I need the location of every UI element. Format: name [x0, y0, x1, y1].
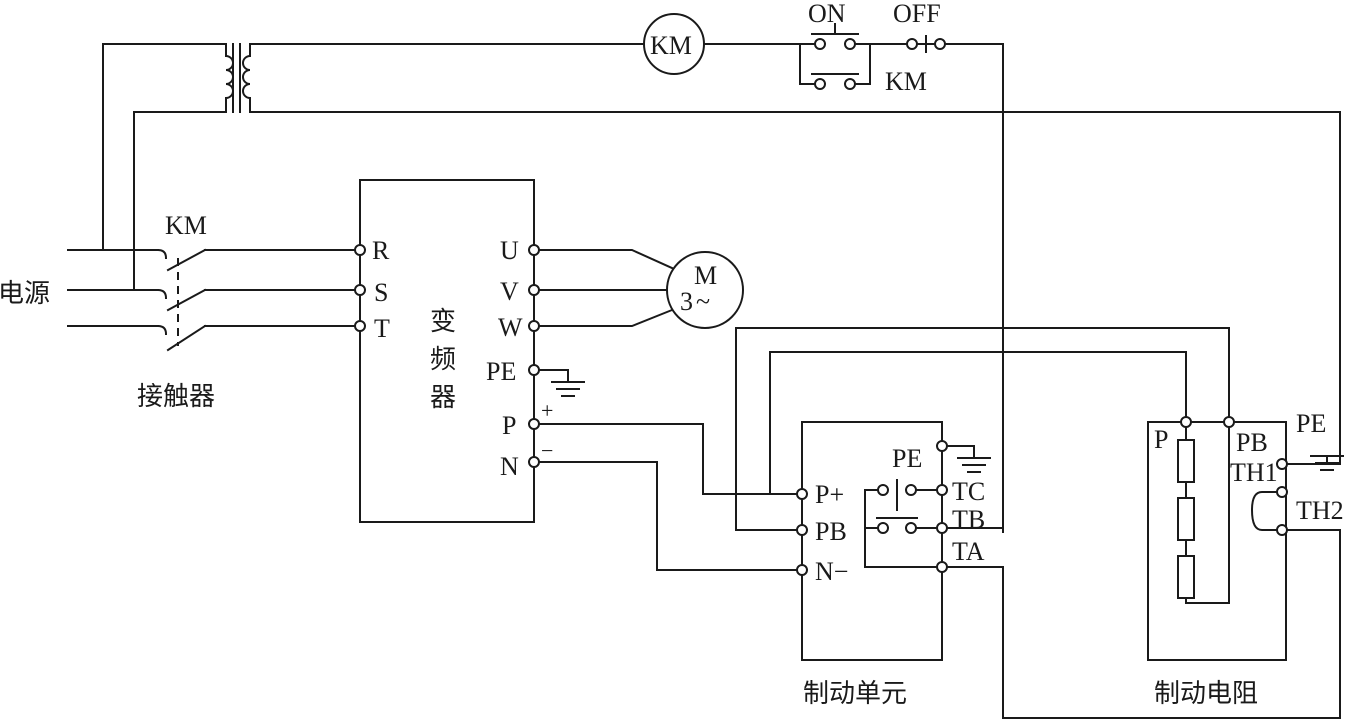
inv-label-pe: PE — [486, 357, 516, 386]
power-label: 电源 — [0, 279, 50, 309]
inv-label-w: W — [498, 313, 523, 342]
bu-label-nminus: N− — [815, 557, 848, 586]
inv-label-t: T — [374, 314, 390, 343]
bu-label-pe: PE — [892, 444, 922, 473]
km-coil: KM — [643, 13, 801, 75]
motor: M 3 ~ — [538, 249, 744, 329]
inverter: 变 频 器 R S T U V W PE P N + − — [354, 179, 585, 523]
inverter-char-3: 器 — [430, 383, 456, 413]
contactor: KM 接触器 — [137, 211, 361, 412]
br-label-th1: TH1 — [1230, 458, 1278, 487]
on-button: ON KM — [799, 0, 927, 96]
inverter-char-1: 变 — [430, 307, 456, 337]
bu-label-ta: TA — [952, 537, 985, 566]
br-label-th2: TH2 — [1296, 496, 1344, 525]
br-label-pb: PB — [1236, 428, 1268, 457]
bu-label-pb: PB — [815, 517, 847, 546]
inv-label-u: U — [500, 236, 519, 265]
motor-phase: 3 — [680, 287, 693, 316]
brake-unit: P+ PB N− PE TC TB TA 制动单元 — [796, 421, 991, 709]
bu-label-tc: TC — [952, 477, 985, 506]
inv-label-v: V — [500, 277, 519, 306]
inv-label-n: N — [500, 452, 519, 481]
power-source: 电源 — [0, 249, 159, 327]
motor-letter: M — [694, 261, 717, 290]
brake-resistor-label: 制动电阻 — [1154, 679, 1258, 709]
br-label-p: P — [1154, 425, 1168, 454]
control-transformer — [102, 43, 1341, 291]
interconnect-wiring — [735, 111, 1341, 719]
brake-unit-label: 制动单元 — [803, 679, 907, 709]
bu-label-tb: TB — [952, 505, 985, 534]
dc-bus-wiring — [538, 423, 798, 571]
km-hold-label: KM — [885, 67, 927, 96]
inv-label-s: S — [374, 278, 388, 307]
contactor-km-label: KM — [165, 211, 207, 240]
off-button: OFF — [869, 0, 1004, 533]
inv-minus-sign: − — [541, 438, 553, 463]
inverter-char-2: 频 — [430, 345, 456, 375]
inv-label-p: P — [502, 411, 516, 440]
br-label-pe: PE — [1296, 409, 1326, 438]
coil-label: KM — [650, 31, 692, 60]
brake-resistor: P PB TH1 TH2 PE 制动电阻 — [1147, 409, 1344, 709]
bu-label-pplus: P+ — [815, 480, 844, 509]
inv-label-r: R — [372, 236, 390, 265]
contactor-label: 接触器 — [137, 382, 215, 412]
on-label: ON — [808, 0, 846, 28]
off-label: OFF — [893, 0, 941, 28]
motor-tilde: ~ — [696, 287, 710, 316]
inv-plus-sign: + — [541, 398, 553, 423]
